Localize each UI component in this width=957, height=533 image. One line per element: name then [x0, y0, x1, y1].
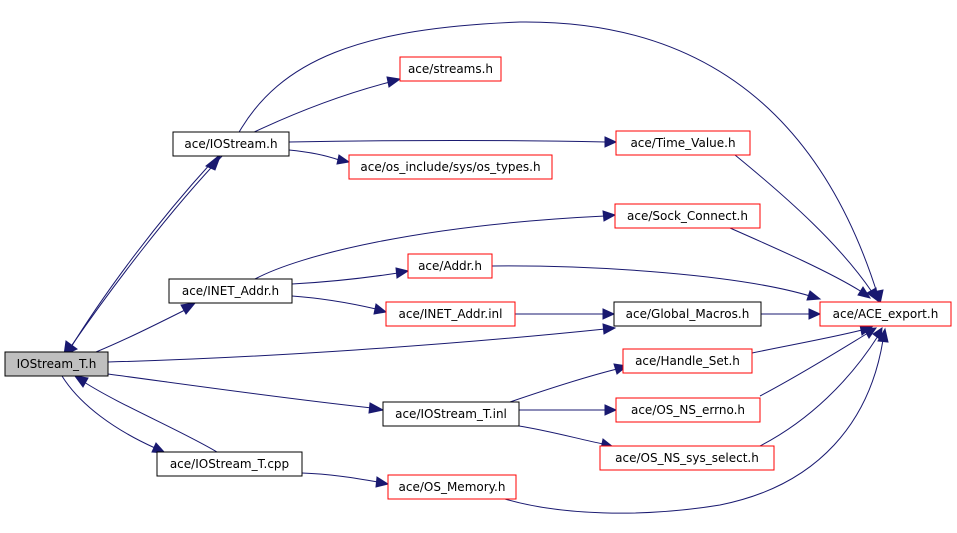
- edge-iostream-t-inl-to-os-ns-sys-select-h: [518, 425, 604, 445]
- arrowhead: [877, 327, 889, 343]
- node-iostream-t-h[interactable]: IOStream_T.h: [4, 351, 109, 377]
- nodes: IOStream_T.h ace/IOStream.h ace/INET_Add…: [4, 56, 952, 500]
- edge-handle-set-h-to-ace-export-h: [751, 329, 863, 354]
- node-inet-addr-inl[interactable]: ace/INET_Addr.inl: [385, 301, 516, 327]
- arrowhead: [368, 402, 385, 414]
- arrowhead: [806, 290, 822, 301]
- edge-inet-addr-h-to-addr-h: [291, 272, 399, 285]
- edge-sock-connect-h-to-ace-export-h: [729, 227, 863, 293]
- edge-iostream-h-to-ace-export-h: [237, 21, 879, 297]
- arrowhead: [602, 308, 616, 320]
- node-addr-h[interactable]: ace/Addr.h: [407, 253, 493, 279]
- node-label: ace/os_include/sys/os_types.h: [360, 160, 540, 174]
- node-label: ace/INET_Addr.inl: [399, 307, 503, 321]
- arrowhead: [602, 323, 617, 335]
- node-label: ace/Addr.h: [418, 259, 482, 273]
- arrowhead: [375, 476, 390, 488]
- edge-inet-addr-h-to-inet-addr-inl: [291, 295, 377, 310]
- edge-iostream-h-to-streams-h: [249, 81, 391, 135]
- node-label: ace/IOStream.h: [184, 137, 277, 151]
- edge-iostream-h-to-iostream-t-h: [71, 152, 226, 346]
- edge-os-memory-h-to-ace-export-h: [504, 339, 884, 514]
- edge-iostream-h-to-os-types-h: [288, 149, 340, 161]
- node-time-value-h[interactable]: ace/Time_Value.h: [615, 130, 751, 156]
- node-label: ace/OS_NS_errno.h: [631, 403, 745, 417]
- edge-iostream-t-h-to-iostream-t-cpp: [61, 375, 156, 449]
- edge-iostream-t-h-to-inet-addr-h: [95, 309, 186, 353]
- node-label: IOStream_T.h: [17, 357, 97, 371]
- node-label: ace/streams.h: [408, 62, 493, 76]
- arrowhead: [373, 303, 388, 315]
- edge-iostream-t-h-to-iostream-t-inl: [107, 373, 373, 409]
- node-label: ace/OS_NS_sys_select.h: [615, 451, 759, 465]
- node-handle-set-h[interactable]: ace/Handle_Set.h: [622, 348, 753, 374]
- arrowhead: [872, 327, 883, 341]
- edge-iostream-t-inl-to-handle-set-h: [509, 368, 618, 403]
- arrowhead: [857, 286, 872, 299]
- node-global-macros-h[interactable]: ace/Global_Macros.h: [613, 301, 762, 327]
- arrowhead: [395, 267, 410, 279]
- node-iostream-t-cpp[interactable]: ace/IOStream_T.cpp: [156, 451, 303, 477]
- node-os-ns-errno-h[interactable]: ace/OS_NS_errno.h: [615, 397, 761, 423]
- arrowhead: [863, 327, 878, 339]
- arrowhead: [602, 210, 617, 222]
- node-os-memory-h[interactable]: ace/OS_Memory.h: [387, 474, 517, 500]
- arrowhead: [73, 375, 89, 388]
- edge-time-value-h-to-ace-export-h: [734, 154, 873, 293]
- node-label: ace/IOStream_T.inl: [395, 407, 507, 421]
- arrowhead: [866, 287, 879, 303]
- arrowhead: [808, 308, 822, 320]
- edge-iostream-t-cpp-to-iostream-t-h: [83, 381, 218, 453]
- node-sock-connect-h[interactable]: ace/Sock_Connect.h: [614, 203, 761, 229]
- node-os-types-h[interactable]: ace/os_include/sys/os_types.h: [348, 154, 553, 180]
- edge-iostream-t-cpp-to-os-memory-h: [301, 472, 379, 483]
- node-os-ns-sys-select-h[interactable]: ace/OS_NS_sys_select.h: [599, 445, 775, 471]
- node-label: ace/INET_Addr.h: [182, 284, 279, 298]
- edge-os-ns-sys-select-h-to-ace-export-h: [759, 335, 879, 447]
- node-label: ace/OS_Memory.h: [399, 480, 506, 494]
- edge-iostream-h-to-time-value-h: [288, 140, 607, 143]
- edge-inet-addr-h-to-sock-connect-h: [254, 215, 606, 280]
- arrowhead: [336, 154, 351, 165]
- arrowhead: [180, 302, 197, 315]
- edge-addr-h-to-ace-export-h: [491, 265, 811, 297]
- edge-iostream-t-h-to-global-macros-h: [107, 328, 606, 363]
- node-iostream-h[interactable]: ace/IOStream.h: [172, 131, 290, 157]
- arrowhead: [604, 404, 618, 416]
- node-iostream-t-inl[interactable]: ace/IOStream_T.inl: [382, 401, 520, 427]
- node-inet-addr-h[interactable]: ace/INET_Addr.h: [168, 278, 293, 304]
- node-ace-export-h[interactable]: ace/ACE_export.h: [819, 301, 952, 327]
- node-streams-h[interactable]: ace/streams.h: [399, 56, 502, 82]
- node-label: ace/Time_Value.h: [630, 136, 735, 150]
- node-label: ace/Sock_Connect.h: [627, 209, 748, 223]
- node-label: ace/ACE_export.h: [833, 307, 939, 321]
- edges: [61, 21, 889, 514]
- edge-os-ns-errno-h-to-ace-export-h: [759, 332, 869, 397]
- arrowhead: [386, 76, 402, 88]
- node-label: ace/IOStream_T.cpp: [170, 457, 289, 471]
- node-label: ace/Handle_Set.h: [635, 354, 740, 368]
- arrowhead: [604, 136, 618, 148]
- node-label: ace/Global_Macros.h: [626, 307, 750, 321]
